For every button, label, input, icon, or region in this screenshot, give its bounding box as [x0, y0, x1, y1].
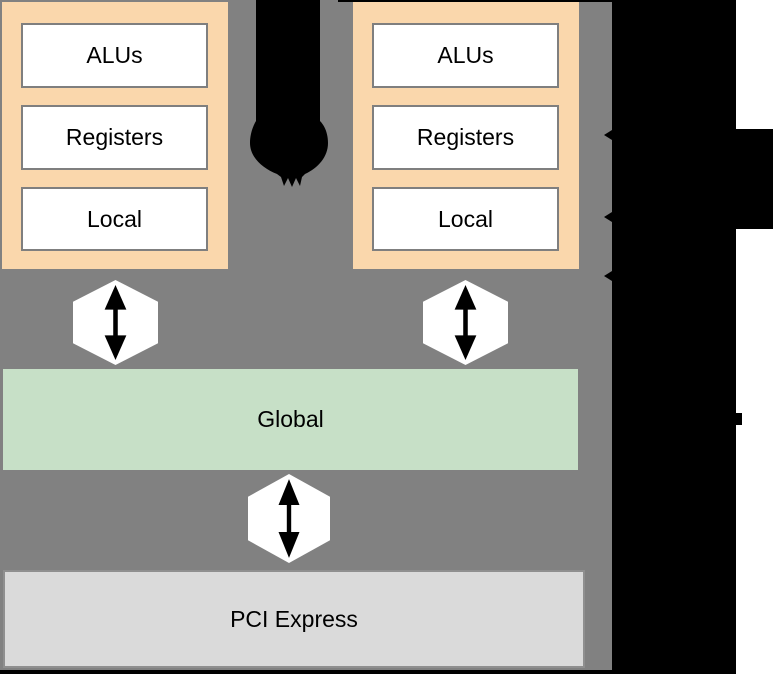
double-arrow-icon	[454, 284, 477, 361]
alus-block: ALUs	[372, 23, 559, 88]
right-callout-column	[612, 0, 736, 674]
local-memory-block: Local	[21, 187, 208, 251]
connector-right	[423, 280, 508, 365]
callout-arrow-tip-3	[604, 271, 612, 281]
bottom-edge-line	[0, 670, 612, 674]
local-memory-block: Local	[372, 187, 559, 251]
compute-unit-1: ALUs Registers Local	[2, 2, 228, 269]
double-arrow-icon	[278, 479, 300, 558]
connector-left	[73, 280, 158, 365]
global-memory-block: Global	[3, 369, 578, 470]
registers-block: Registers	[372, 105, 559, 170]
pci-express-block: PCI Express	[3, 570, 585, 668]
right-callout-tab	[736, 413, 742, 425]
callout-arrow-tip-2	[604, 212, 612, 222]
compute-unit-2: ALUs Registers Local	[353, 2, 579, 269]
alus-block: ALUs	[21, 23, 208, 88]
right-callout-band	[736, 129, 773, 229]
callout-arrow-tip-1	[604, 130, 612, 140]
top-edge-line	[338, 0, 612, 2]
registers-block: Registers	[21, 105, 208, 170]
ellipsis-callout-icon	[250, 0, 328, 187]
ellipsis-callout-shape	[250, 0, 328, 187]
connector-bottom	[248, 474, 330, 563]
double-arrow-icon	[104, 284, 127, 361]
